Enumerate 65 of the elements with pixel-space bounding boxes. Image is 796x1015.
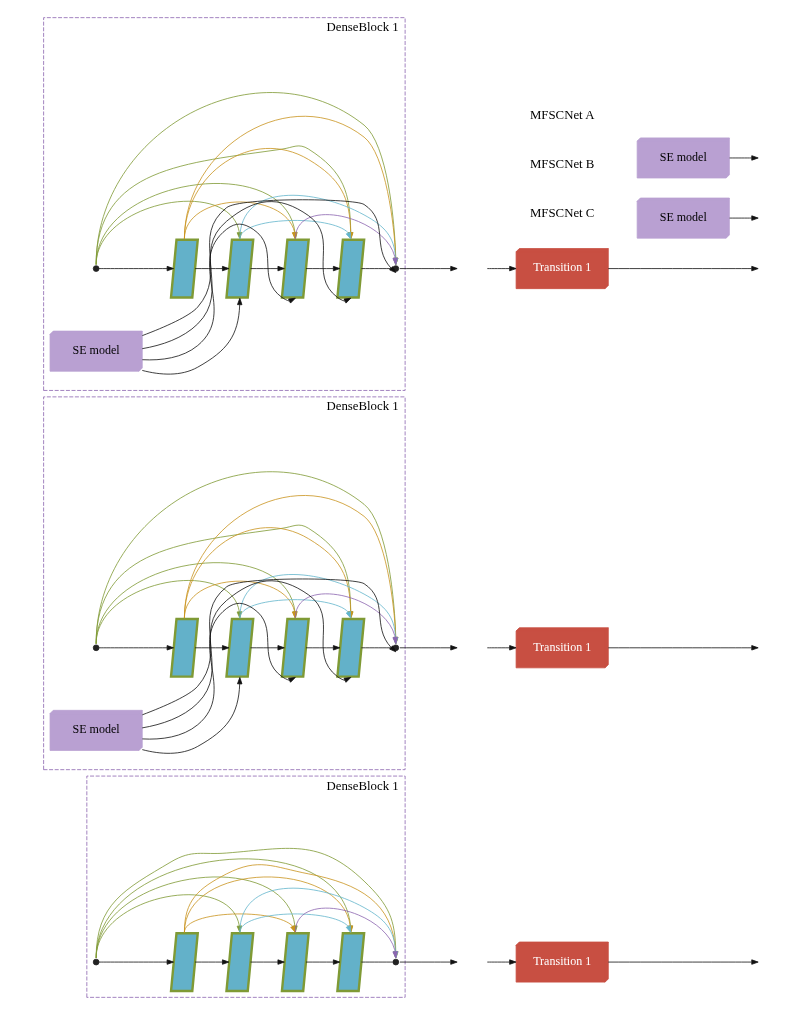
arrow (239, 599, 352, 619)
node-point (392, 644, 400, 652)
arrow (141, 578, 397, 716)
arrow (239, 887, 399, 959)
arrow (194, 959, 230, 965)
arrow (98, 265, 174, 272)
cluster: DenseBlock 1 (86, 775, 406, 998)
label: MFSCNet A (529, 108, 595, 123)
node-point (392, 958, 400, 966)
arrow (250, 265, 285, 272)
arrow (250, 959, 285, 965)
arrow (141, 677, 243, 754)
arrow (294, 593, 398, 645)
arrow (141, 602, 296, 740)
node-box (225, 238, 255, 299)
arrow (399, 645, 458, 651)
arrow (141, 201, 352, 350)
node-box (225, 932, 255, 993)
node-box (336, 238, 366, 299)
connector (361, 961, 394, 963)
arrow (607, 959, 759, 965)
arrow (305, 959, 341, 965)
arrow (305, 645, 341, 651)
arrow (184, 864, 399, 959)
arrow (184, 495, 399, 645)
arrow (486, 645, 517, 651)
node-point (92, 265, 100, 272)
arrow (607, 265, 759, 272)
node-box (280, 238, 310, 299)
arrow (98, 645, 174, 651)
arrow (399, 959, 458, 965)
node-point (392, 265, 400, 272)
arrow (95, 848, 399, 959)
node-box (336, 617, 366, 678)
arrow (486, 265, 517, 272)
arrow (729, 155, 759, 161)
arrow (305, 265, 341, 272)
arrow (486, 959, 517, 965)
arrow (729, 215, 759, 221)
node-box (169, 617, 200, 678)
label: MFSCNet B (529, 157, 595, 172)
arrow (141, 297, 243, 375)
arrow (194, 265, 230, 272)
node-box (225, 617, 255, 678)
node-box (336, 932, 366, 993)
arrow (95, 92, 399, 265)
arrow (141, 580, 352, 729)
node-point (92, 958, 100, 966)
arrow (399, 265, 458, 272)
arrow (194, 645, 230, 651)
arrow (141, 199, 397, 336)
arrow (607, 645, 759, 651)
arrow (184, 115, 399, 265)
arrow (239, 574, 399, 645)
node-box (169, 238, 200, 299)
node-box (280, 617, 310, 678)
arrow (95, 524, 354, 645)
label: MFSCNet C (529, 206, 595, 221)
node-box (169, 932, 200, 993)
node-box (280, 932, 310, 993)
arrow (95, 471, 399, 645)
arrow (239, 194, 399, 265)
node-point (92, 644, 100, 652)
arrow (250, 645, 285, 651)
arrow (98, 959, 174, 965)
